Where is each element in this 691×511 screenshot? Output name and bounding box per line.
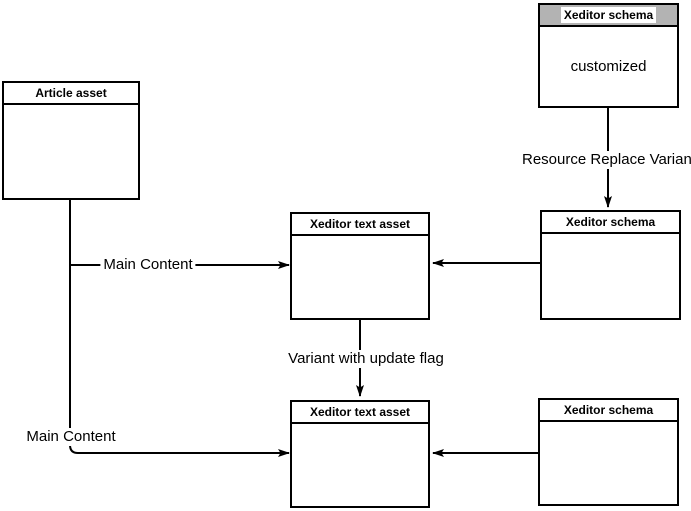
edge-label-variant-with-update-flag: Variant with update flag [285,350,447,368]
node-xeditor-schema-bottom: Xeditor schema [538,398,679,506]
node-xeditor-schema-customized-body: customized [570,58,647,75]
edge-label-resource-replace-variant: Resource Replace Variant [519,151,691,169]
node-xeditor-text-asset-bottom-body [292,424,428,506]
node-xeditor-text-asset-bottom: Xeditor text asset [290,400,430,508]
node-article-asset: Article asset [2,81,140,200]
node-xeditor-schema-customized-header: Xeditor schema [540,5,677,27]
node-xeditor-text-asset-bottom-title: Xeditor text asset [292,402,428,424]
edge-label-main-content-mid: Main Content [100,256,196,274]
node-xeditor-text-asset-mid-body [292,236,428,318]
connector-article-to-text-asset-bottom [69,200,290,457]
node-xeditor-schema-mid: Xeditor schema [540,210,681,320]
node-xeditor-schema-customized-title: Xeditor schema [560,7,657,23]
edge-label-main-content-bottom: Main Content [23,428,119,446]
node-xeditor-text-asset-mid-title: Xeditor text asset [292,214,428,236]
node-xeditor-text-asset-mid: Xeditor text asset [290,212,430,320]
node-xeditor-schema-mid-title: Xeditor schema [542,212,679,234]
node-xeditor-schema-bottom-body [540,422,677,504]
node-article-asset-body [4,105,138,198]
node-xeditor-schema-mid-body [542,234,679,318]
node-article-asset-title: Article asset [4,83,138,105]
node-xeditor-schema-customized: Xeditor schema customized [538,3,679,108]
node-xeditor-schema-bottom-title: Xeditor schema [540,400,677,422]
